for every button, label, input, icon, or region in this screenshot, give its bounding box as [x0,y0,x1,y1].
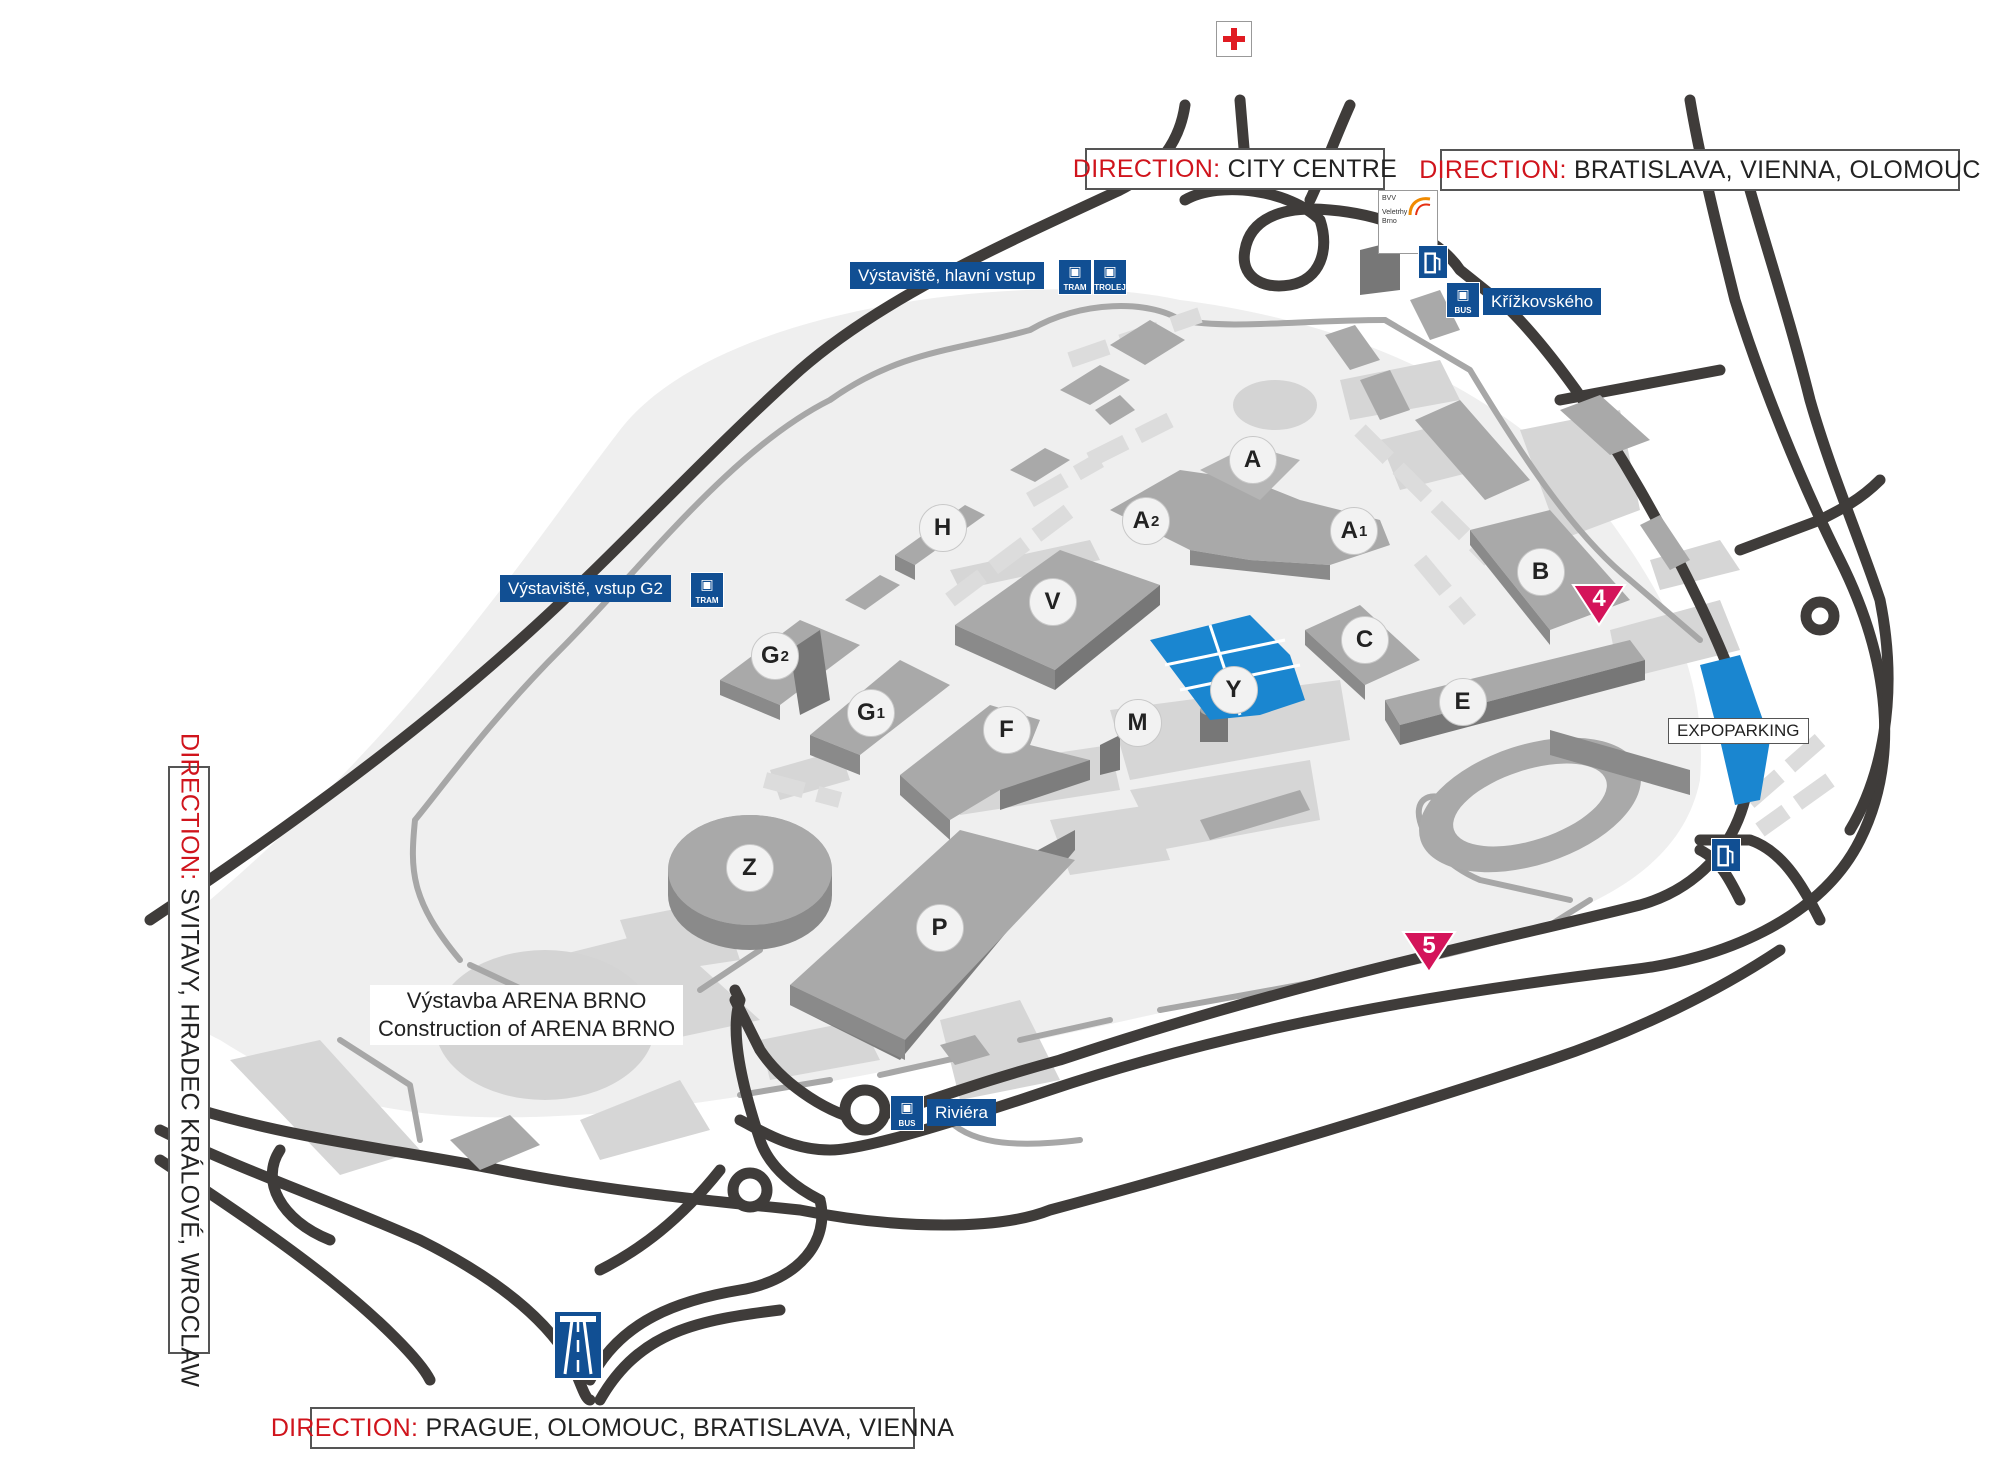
arena-line-1: Výstavba ARENA BRNO [406,988,647,1013]
hall-label-m: M [1114,699,1162,747]
hall-label-c: C [1341,616,1389,664]
stop-label-g2-entrance: Výstaviště, vstup G2 [500,575,671,602]
direction-keyword: DIRECTION: [175,733,204,881]
expoparking-label: EXPOPARKING [1668,718,1809,744]
hall-label-h: H [919,504,967,552]
bvv-logo-line3: Brno [1382,218,1397,225]
direction-keyword: DIRECTION: [1072,154,1221,183]
building-east-block [1325,290,1690,570]
direction-text: PRAGUE, OLOMOUC, BRATISLAVA, VIENNA [418,1413,955,1442]
stop-label-riviera: Riviéra [927,1099,996,1126]
stadium [1419,730,1690,873]
gate-4-label: 4 [1592,585,1606,612]
tram-icon: ▣TRAM [1058,259,1092,295]
hall-label-a: A [1229,436,1277,484]
hall-label-b: B [1517,548,1565,596]
arena-line-2: Construction of ARENA BRNO [378,1016,676,1041]
direction-prague: DIRECTION: PRAGUE, OLOMOUC, BRATISLAVA, … [271,1407,954,1449]
hall-label-f: F [983,706,1031,754]
bvv-arc-icon [1408,197,1431,216]
bus-icon: ▣BUS [1446,282,1480,318]
bvv-logo-icon: BVV Veletrhy Brno [1378,190,1438,254]
exhibition-ground [167,289,1701,1118]
direction-svitavy: DIRECTION: SVITAVY, HRADEC KRÁLOVÉ, WROC… [168,733,210,1387]
red-cross-icon [1216,21,1252,57]
building-north-cluster [845,320,1185,610]
hall-label-y: Y [1210,666,1258,714]
hall-label-e: E [1439,678,1487,726]
direction-text: BRATISLAVA, VIENNA, OLOMOUC [1566,155,1981,184]
building-hall-f [900,705,1090,840]
gate-5-label: 5 [1422,932,1436,959]
fuel-icon [1711,838,1741,872]
bvv-logo-line2: Veletrhy [1382,209,1408,216]
motorway-icon [553,1310,603,1380]
bvv-logo-line1: BVV [1382,195,1397,202]
hall-label-p: P [916,904,964,952]
direction-city-centre: DIRECTION: CITY CENTRE [1073,148,1397,190]
fuel-icon [1418,245,1448,279]
direction-text: SVITAVY, HRADEC KRÁLOVÉ, WROCLAW [175,880,204,1387]
tram-icon: ▣TRAM [690,572,724,608]
arena-construction-label: Výstavba ARENA BRNO Construction of AREN… [370,985,684,1045]
building-hall-m [1100,735,1120,775]
stop-label-krizkovskeho: Křížkovského [1483,288,1602,315]
building-misc [450,790,1310,1170]
direction-bratislava: DIRECTION: BRATISLAVA, VIENNA, OLOMOUC [1419,149,1980,191]
roundabouts [727,596,1840,1213]
stop-label-main-entrance: Výstaviště, hlavní vstup [850,262,1044,289]
hall-label-z: Z [726,844,774,892]
direction-keyword: DIRECTION: [1419,155,1567,184]
gate-5-marker [1401,931,1457,974]
bus-icon: ▣BUS [890,1095,924,1131]
direction-keyword: DIRECTION: [270,1413,419,1442]
gate-4-marker [1571,584,1627,627]
hall-label-v: V [1029,578,1077,626]
direction-text: CITY CENTRE [1220,154,1398,183]
buildings [450,240,1690,1170]
trolleybus-icon: ▣TROLEJ [1093,259,1127,295]
roundabout-plaza [1233,380,1317,430]
